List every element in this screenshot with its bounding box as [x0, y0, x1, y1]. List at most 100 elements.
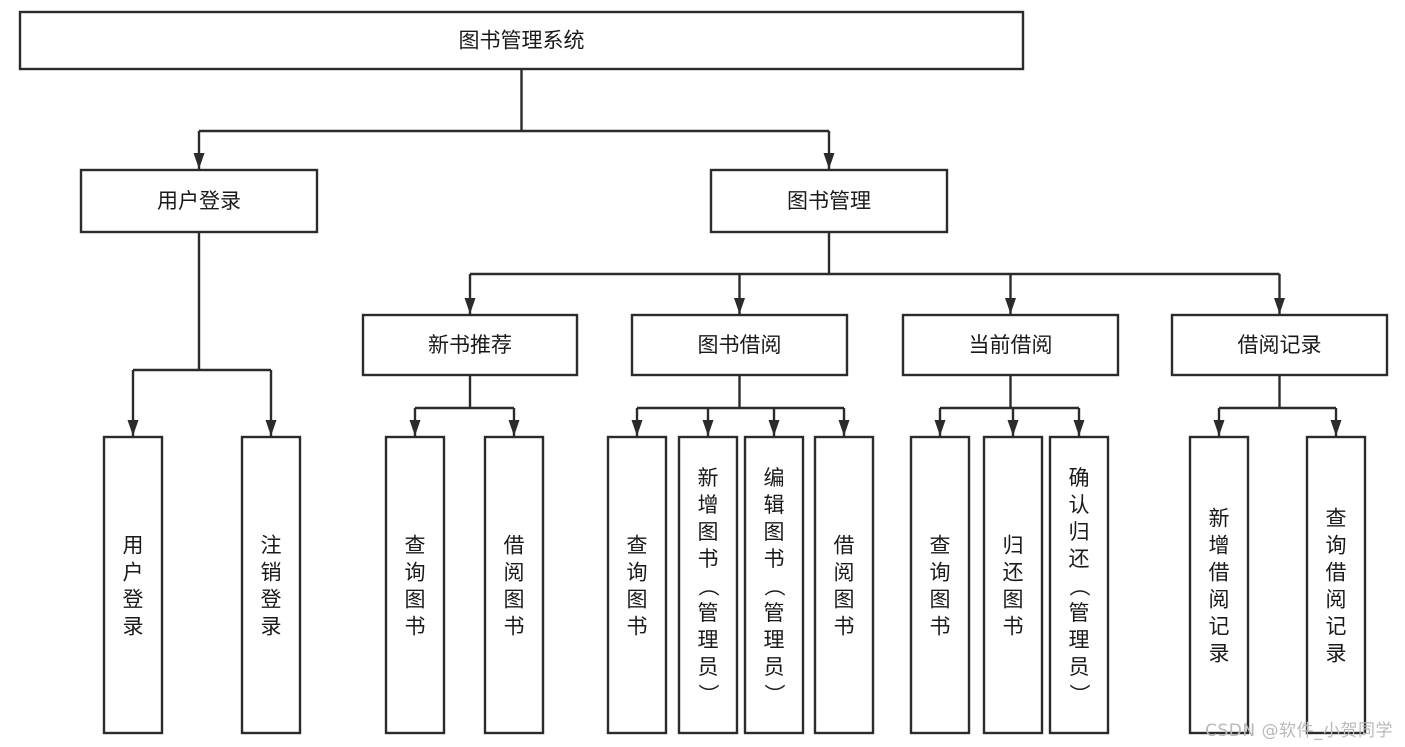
- svg-text:确: 确: [1069, 466, 1090, 490]
- node-leaf-edit-book[interactable]: [743, 435, 805, 735]
- arrow-head-icon: [127, 420, 139, 436]
- svg-text:编: 编: [764, 466, 785, 490]
- svg-text:查: 查: [930, 534, 951, 558]
- svg-text:记: 记: [1209, 615, 1230, 639]
- svg-text:阅: 阅: [1209, 588, 1230, 612]
- svg-text:录: 录: [123, 615, 144, 639]
- node-book-manage[interactable]: [709, 168, 949, 234]
- node-label-book-borrow: 图书借阅: [698, 333, 782, 357]
- arrow-head-icon: [1005, 298, 1016, 314]
- node-current-borrow[interactable]: [901, 313, 1120, 377]
- svg-text:认: 认: [1069, 493, 1090, 517]
- svg-text:（: （: [762, 576, 786, 597]
- node-leaf-logout[interactable]: [240, 435, 302, 735]
- node-label-book-manage: 图书管理: [787, 189, 871, 213]
- svg-text:书: 书: [764, 547, 785, 571]
- svg-text:（: （: [1067, 576, 1091, 597]
- node-root-图书管理系统[interactable]: [18, 10, 1025, 71]
- node-borrow-record[interactable]: [1170, 313, 1389, 377]
- node-leaf-query-book-rec[interactable]: [384, 435, 446, 735]
- svg-text:销: 销: [261, 561, 282, 585]
- svg-text:员: 员: [698, 655, 719, 679]
- svg-text:录: 录: [1209, 642, 1230, 666]
- arrow-head-icon: [1330, 420, 1342, 436]
- arrow-head-icon: [768, 420, 780, 436]
- node-label-borrow-record: 借阅记录: [1238, 333, 1322, 357]
- svg-text:图: 图: [834, 588, 855, 612]
- arrow-head-icon: [838, 420, 850, 436]
- connector-layer: [127, 69, 1342, 436]
- arrow-head-icon: [508, 420, 520, 436]
- svg-text:员: 员: [1069, 655, 1090, 679]
- node-leaf-query-book-bb[interactable]: [606, 435, 668, 735]
- svg-text:登: 登: [261, 588, 282, 612]
- svg-text:借: 借: [1326, 561, 1347, 585]
- arrow-head-icon: [1274, 298, 1285, 314]
- box-layer: [18, 10, 1389, 735]
- svg-text:增: 增: [698, 493, 719, 517]
- node-leaf-borrow-book-rec[interactable]: [483, 435, 545, 735]
- node-new-book-rec[interactable]: [361, 313, 579, 377]
- label-layer: 图书管理系统用户登录图书管理新书推荐图书借阅当前借阅借阅记录用户登录注销登录查询…: [123, 29, 1347, 705]
- svg-text:）: ）: [762, 684, 786, 705]
- svg-text:图: 图: [1003, 588, 1024, 612]
- svg-text:用: 用: [123, 534, 144, 558]
- node-user-login[interactable]: [79, 168, 319, 234]
- svg-text:还: 还: [1069, 547, 1090, 571]
- node-label-user-login: 用户登录: [157, 189, 241, 213]
- svg-text:归: 归: [1069, 520, 1090, 544]
- arrow-head-icon: [464, 298, 476, 314]
- node-leaf-query-book-cb[interactable]: [909, 435, 971, 735]
- svg-text:还: 还: [1003, 561, 1024, 585]
- svg-text:（: （: [696, 576, 720, 597]
- svg-text:借: 借: [834, 534, 855, 558]
- svg-text:归: 归: [1003, 534, 1024, 558]
- node-label-new-book-rec: 新书推荐: [428, 333, 512, 357]
- svg-text:登: 登: [123, 588, 144, 612]
- svg-text:管: 管: [698, 601, 719, 625]
- node-leaf-confirm-return[interactable]: [1048, 435, 1110, 735]
- svg-text:图: 图: [504, 588, 525, 612]
- svg-text:阅: 阅: [1326, 588, 1347, 612]
- node-leaf-add-record[interactable]: [1188, 435, 1250, 735]
- arrow-head-icon: [1073, 420, 1085, 436]
- svg-text:注: 注: [261, 534, 282, 558]
- svg-text:录: 录: [261, 615, 282, 639]
- arrow-head-icon: [702, 420, 714, 436]
- node-label-leaf-user-login: 用户登录: [123, 534, 144, 639]
- svg-text:询: 询: [627, 561, 648, 585]
- node-leaf-return-book[interactable]: [982, 435, 1044, 735]
- arrow-head-icon: [265, 420, 277, 436]
- svg-text:询: 询: [1326, 534, 1347, 558]
- svg-text:书: 书: [627, 615, 648, 639]
- svg-text:）: ）: [1067, 684, 1091, 705]
- svg-text:理: 理: [698, 628, 719, 652]
- node-leaf-query-record[interactable]: [1305, 435, 1367, 735]
- svg-text:查: 查: [405, 534, 426, 558]
- node-leaf-user-login[interactable]: [102, 435, 164, 735]
- svg-text:图: 图: [764, 520, 785, 544]
- svg-text:图: 图: [405, 588, 426, 612]
- node-label-root: 图书管理系统: [459, 29, 585, 53]
- arrow-head-icon: [1213, 420, 1225, 436]
- svg-text:理: 理: [764, 628, 785, 652]
- node-leaf-borrow-book-bb[interactable]: [813, 435, 875, 735]
- arrow-head-icon: [193, 153, 205, 169]
- node-leaf-add-book[interactable]: [677, 435, 739, 735]
- node-book-borrow[interactable]: [630, 313, 849, 377]
- svg-text:书: 书: [698, 547, 719, 571]
- arrow-head-icon: [934, 420, 946, 436]
- svg-text:询: 询: [930, 561, 951, 585]
- svg-text:）: ）: [696, 684, 720, 705]
